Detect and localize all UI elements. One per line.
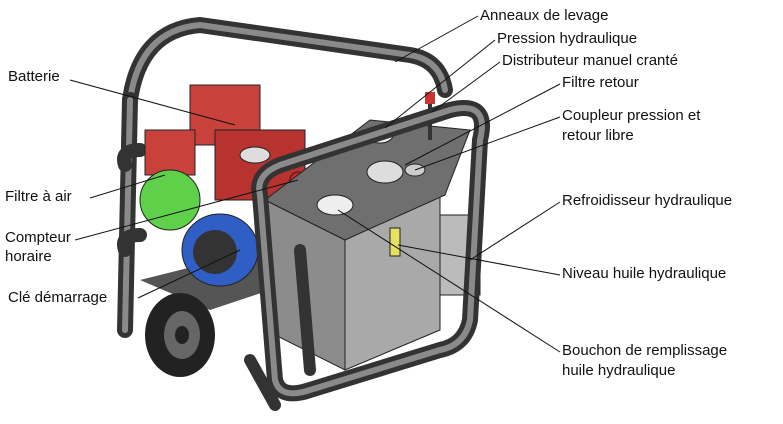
label-return-filter: Filtre retour [562, 74, 639, 91]
label-cooler: Refroidisseur hydraulique [562, 192, 733, 209]
label-hour-meter-line2: horaire [5, 248, 52, 265]
label-oil-level: Niveau huile hydraulique [562, 265, 727, 282]
air-filter [139, 169, 201, 231]
label-coupler-line2: retour libre [562, 127, 634, 144]
label-hour-meter-line1: Compteur [5, 229, 71, 246]
label-filler-cap-line1: Bouchon de remplissage [562, 342, 728, 359]
manual-valve [425, 92, 435, 104]
wheel [145, 293, 215, 377]
label-filler-cap-line2: huile hydraulique [562, 362, 676, 379]
label-lifting-rings: Anneaux de levage [480, 7, 609, 24]
leader-lines [69, 15, 561, 353]
rear-frame [117, 17, 453, 338]
label-air-filter: Filtre à air [5, 188, 72, 205]
label-hydraulic-pressure: Pression hydraulique [497, 30, 638, 47]
filler-cap [316, 194, 354, 216]
return-filter [366, 160, 404, 184]
front-frame [244, 100, 490, 411]
label-manual-valve: Distributeur manuel cranté [502, 52, 678, 69]
level-gauge [389, 227, 401, 257]
label-start-key: Clé démarrage [8, 289, 108, 306]
label-coupler-line1: Coupleur pression et [562, 107, 701, 124]
label-battery: Batterie [8, 68, 60, 85]
